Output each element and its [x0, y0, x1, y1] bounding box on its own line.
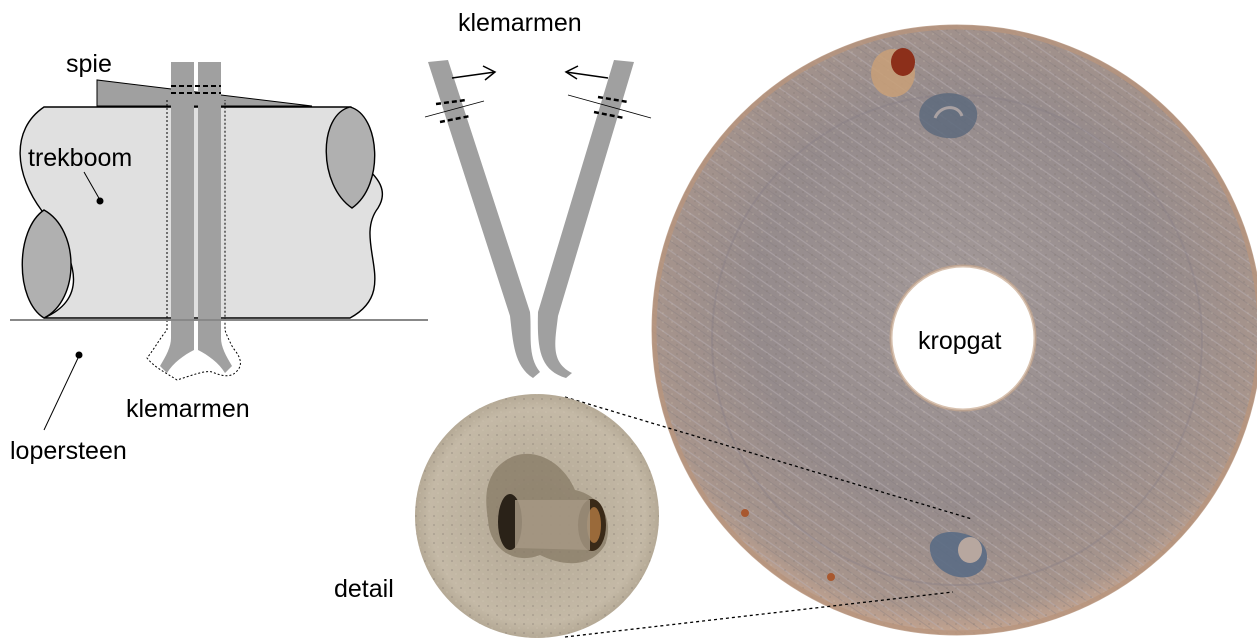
lopersteen-leader-dot — [76, 352, 83, 359]
open-clamp-arm-right — [538, 60, 634, 378]
trekboom-diagram: spie trekboom klemarmen lopersteen — [10, 50, 428, 465]
label-lopersteen: lopersteen — [10, 437, 127, 465]
label-klemarmen-top: klemarmen — [458, 9, 582, 37]
arrow-right-icon — [452, 66, 495, 80]
label-trekboom: trekboom — [28, 144, 132, 172]
clamp-arm-right-foot — [198, 326, 232, 373]
klemarmen-diagram: klemarmen — [425, 9, 651, 378]
label-klemarmen-left: klemarmen — [126, 395, 250, 423]
label-spie: spie — [66, 50, 112, 78]
label-detail: detail — [334, 575, 394, 603]
clamp-arm-left — [171, 62, 194, 328]
arrow-left-icon — [566, 66, 608, 79]
label-kropgat: kropgat — [918, 327, 1001, 355]
lopersteen-leader — [44, 358, 78, 430]
open-clamp-arm-left — [428, 60, 540, 378]
millstone-photo: kropgat — [652, 25, 1257, 635]
clamp-arm-right — [198, 62, 221, 328]
trekboom-leader-dot — [97, 198, 104, 205]
